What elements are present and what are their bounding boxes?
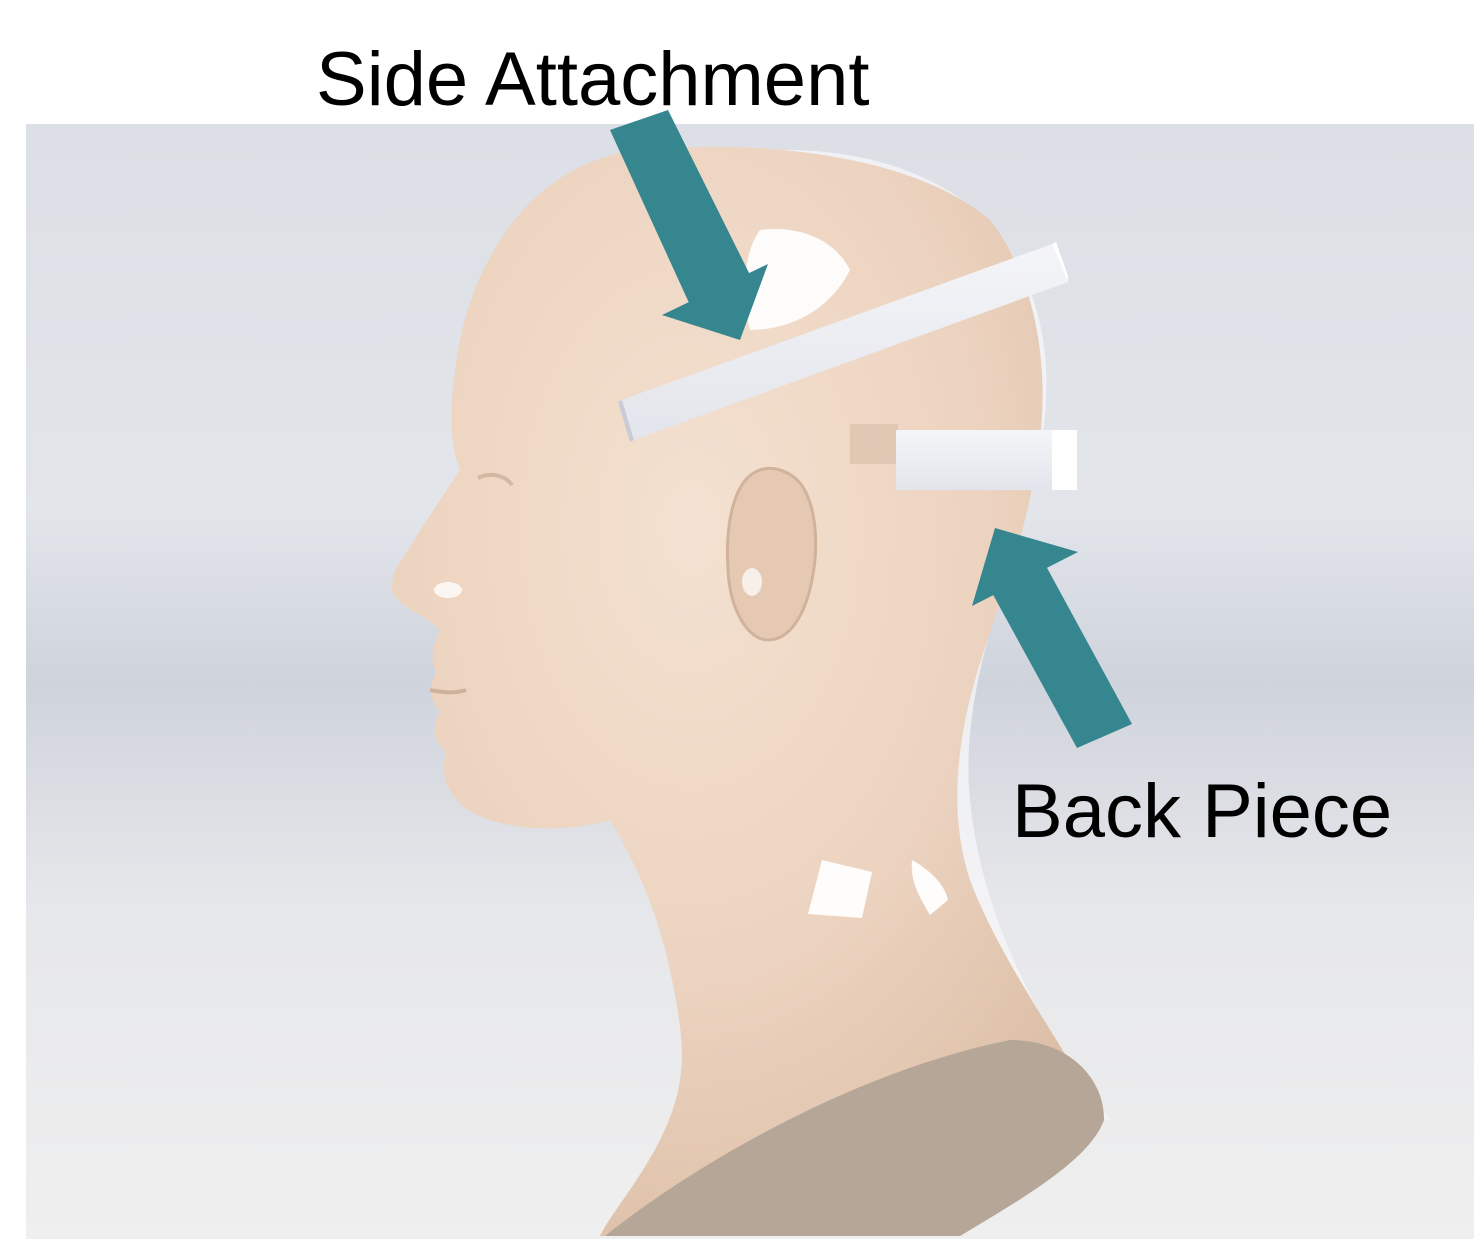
ear-highlight bbox=[742, 568, 762, 596]
back-piece-label: Back Piece bbox=[1012, 774, 1392, 850]
ear bbox=[727, 468, 815, 640]
mouth-contour bbox=[430, 690, 466, 692]
nose-highlight bbox=[434, 582, 462, 598]
side-attachment-label: Side Attachment bbox=[316, 42, 869, 118]
